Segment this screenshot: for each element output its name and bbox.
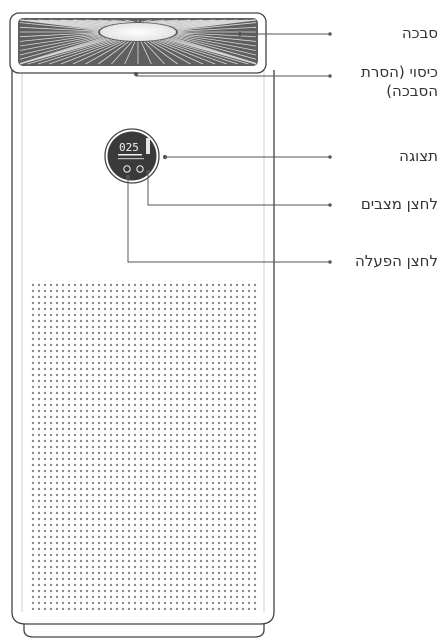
mode-button-icon[interactable] (136, 165, 144, 173)
grille-ray (177, 33, 257, 42)
grille-ray (153, 19, 204, 24)
label-grille: סבכה (401, 24, 438, 42)
grille-ray (161, 19, 238, 25)
grille-ray (111, 19, 132, 23)
grille-ray (60, 19, 120, 24)
grille-ray (37, 39, 115, 65)
grille-ray (19, 36, 105, 64)
grille-ray (124, 19, 135, 23)
grille-ray (19, 33, 100, 47)
grille-ray (124, 41, 136, 65)
grille-ray (49, 19, 118, 24)
grille-ray (27, 19, 113, 25)
grille-ray (174, 35, 257, 56)
grille-ray (158, 40, 227, 65)
grille-ray (175, 34, 257, 51)
grille-ray (19, 37, 106, 65)
grille-ray (19, 33, 99, 42)
grille-ray (156, 19, 216, 24)
grille-ray (163, 19, 249, 25)
grille-ray (85, 41, 126, 65)
power-button-icon[interactable] (123, 165, 131, 173)
label-cover: כיסוי (הסרת הסבכה) (361, 63, 438, 100)
grille-ray (19, 19, 110, 26)
grille-ray (153, 40, 204, 65)
grille-ray (171, 36, 257, 64)
label-display: תצוגה (399, 147, 438, 165)
grille-ray (27, 39, 113, 65)
grille-ray (98, 41, 129, 65)
grille-ray (156, 40, 216, 65)
grille-ray (177, 32, 257, 38)
grille-ray (19, 26, 99, 32)
grille-ray (141, 19, 152, 23)
grille-ray (161, 39, 239, 65)
leader-mode-button (147, 172, 330, 206)
grille-ray (98, 19, 129, 23)
grille-ray (177, 22, 257, 31)
air-intake-grille (29, 280, 259, 610)
grille-ray (166, 38, 257, 65)
grille-ray (173, 36, 257, 60)
grille-ray (72, 40, 123, 65)
grille-ray (163, 39, 249, 65)
label-power-button: לחצן הפעלה (355, 252, 438, 270)
grille-ray (49, 40, 118, 65)
grille-ray (177, 26, 257, 32)
grille-ray (72, 19, 123, 24)
grille-ray (38, 19, 115, 25)
top-grille (9, 12, 267, 74)
grille-ray (19, 35, 102, 56)
grille-ray (143, 41, 165, 65)
grille-ray (150, 19, 191, 23)
grille-ray (85, 19, 126, 23)
grille-ray (19, 22, 99, 31)
grille-ray (158, 19, 227, 24)
grille-ray (150, 41, 191, 65)
grille-ray (19, 34, 101, 51)
grille-ray (111, 41, 133, 65)
grille-ray (19, 36, 103, 60)
display-unit: 025 (104, 128, 160, 184)
label-mode-button: לחצן מצבים (360, 195, 438, 213)
grille-ray (19, 32, 99, 38)
leader-power-button (127, 177, 330, 263)
display-reading: 025 (119, 141, 139, 154)
grille-ray (144, 19, 165, 23)
grille-ray (140, 41, 152, 65)
grille-ray (176, 33, 257, 47)
grille-ray (176, 19, 257, 31)
grille-ray (60, 40, 120, 65)
grille-ray (147, 41, 178, 65)
grille-ray (147, 19, 178, 23)
